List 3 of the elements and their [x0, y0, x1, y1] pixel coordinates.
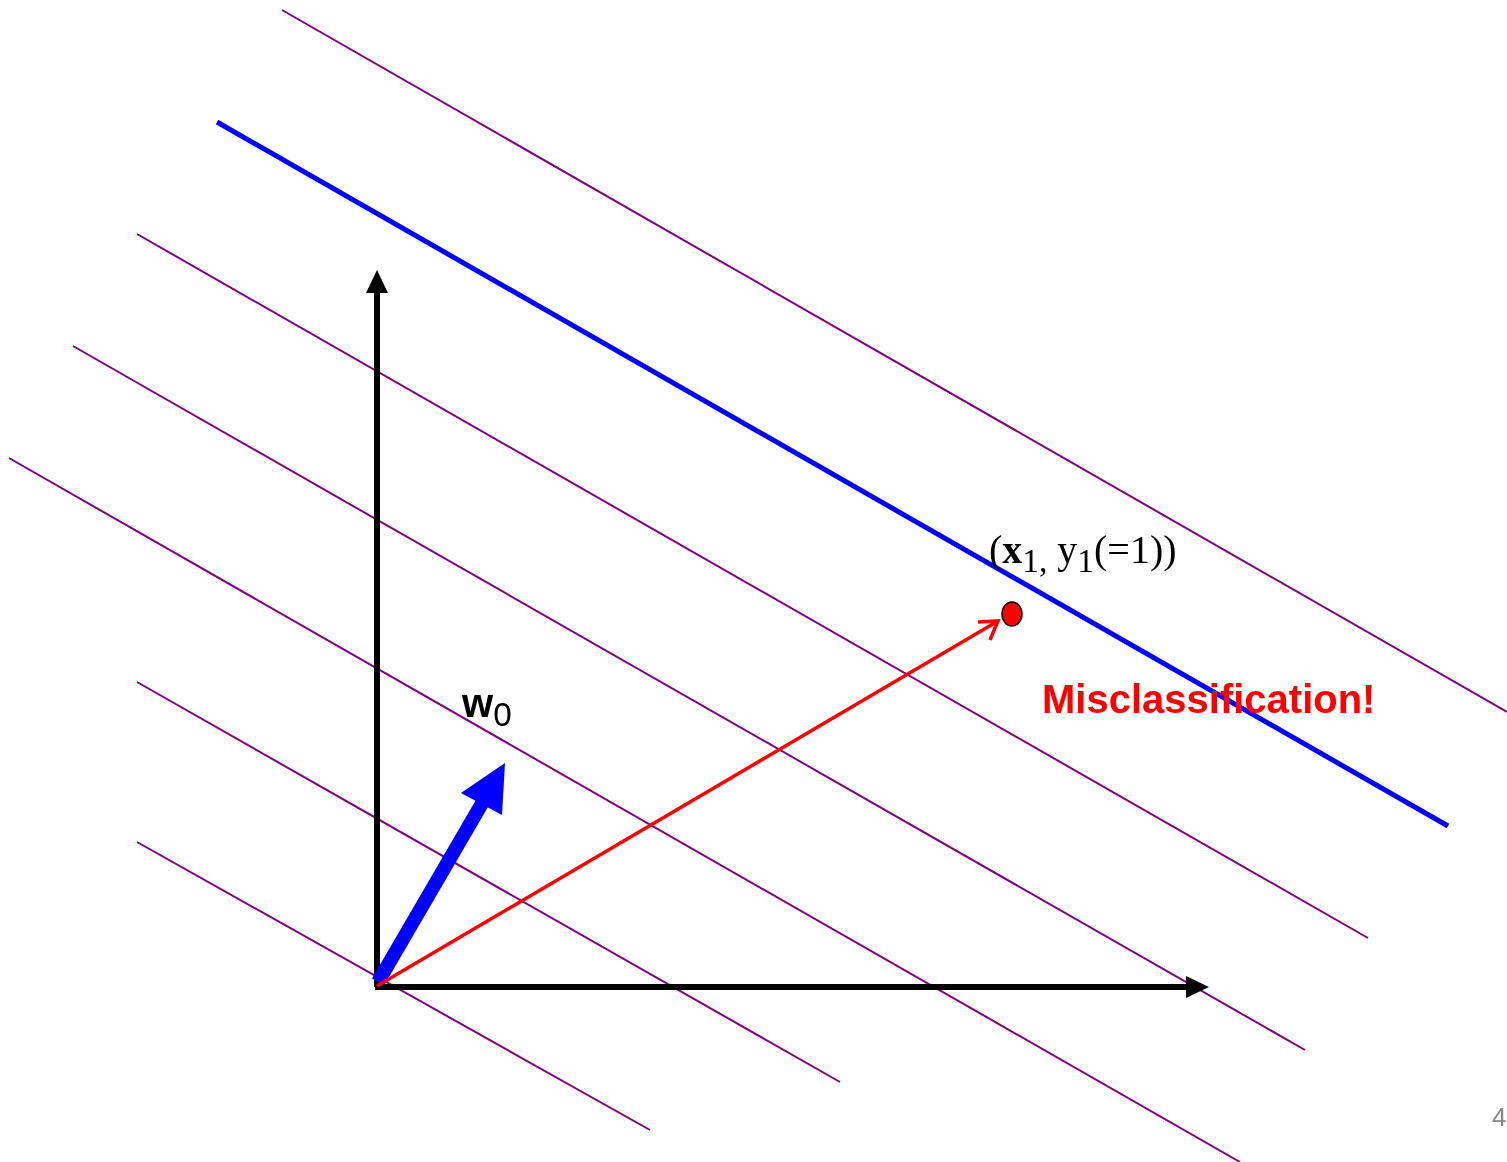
vector-label: w$_{0}$	[462, 681, 512, 734]
point-label: (x$_{1,}$ y$_{1}$(=1))	[989, 528, 1177, 580]
page-number: 4	[1492, 1103, 1507, 1132]
